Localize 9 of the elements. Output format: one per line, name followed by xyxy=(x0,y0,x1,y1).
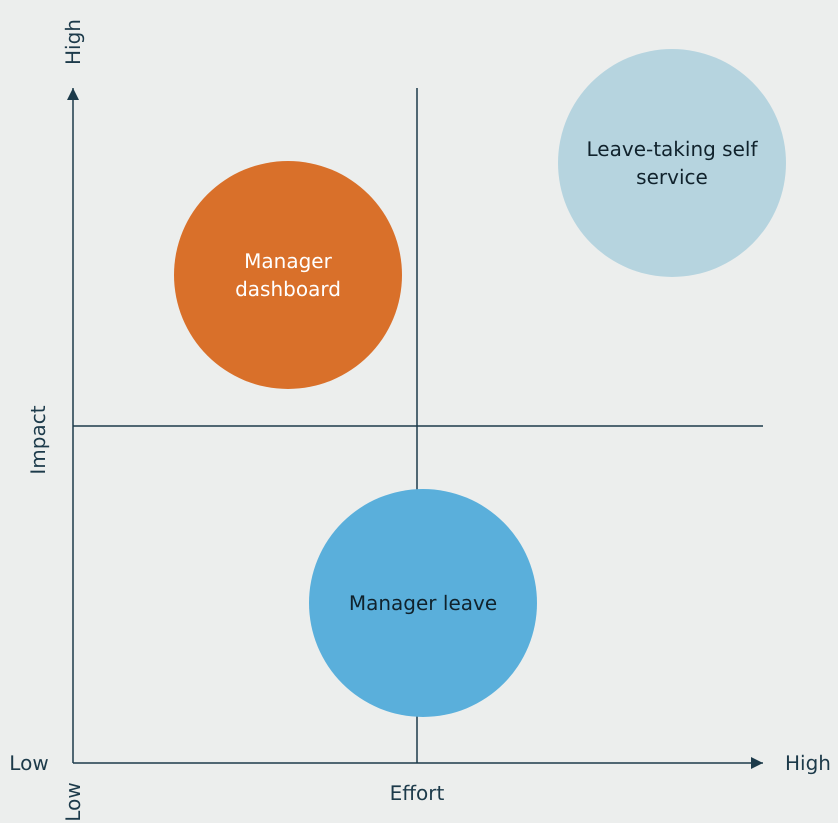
axis-end-label: Low xyxy=(61,782,85,822)
bubble-label: Manager dashboard xyxy=(234,248,342,303)
axis-end-label: Low xyxy=(9,751,49,775)
bubble-label: Manager leave xyxy=(348,590,498,617)
axis-end-label: High xyxy=(61,19,85,65)
bubble-label: Leave-taking self service xyxy=(586,136,759,191)
axis-end-label: High xyxy=(785,751,831,775)
axis-title: Effort xyxy=(390,781,444,805)
axis-title: Impact xyxy=(26,405,50,475)
